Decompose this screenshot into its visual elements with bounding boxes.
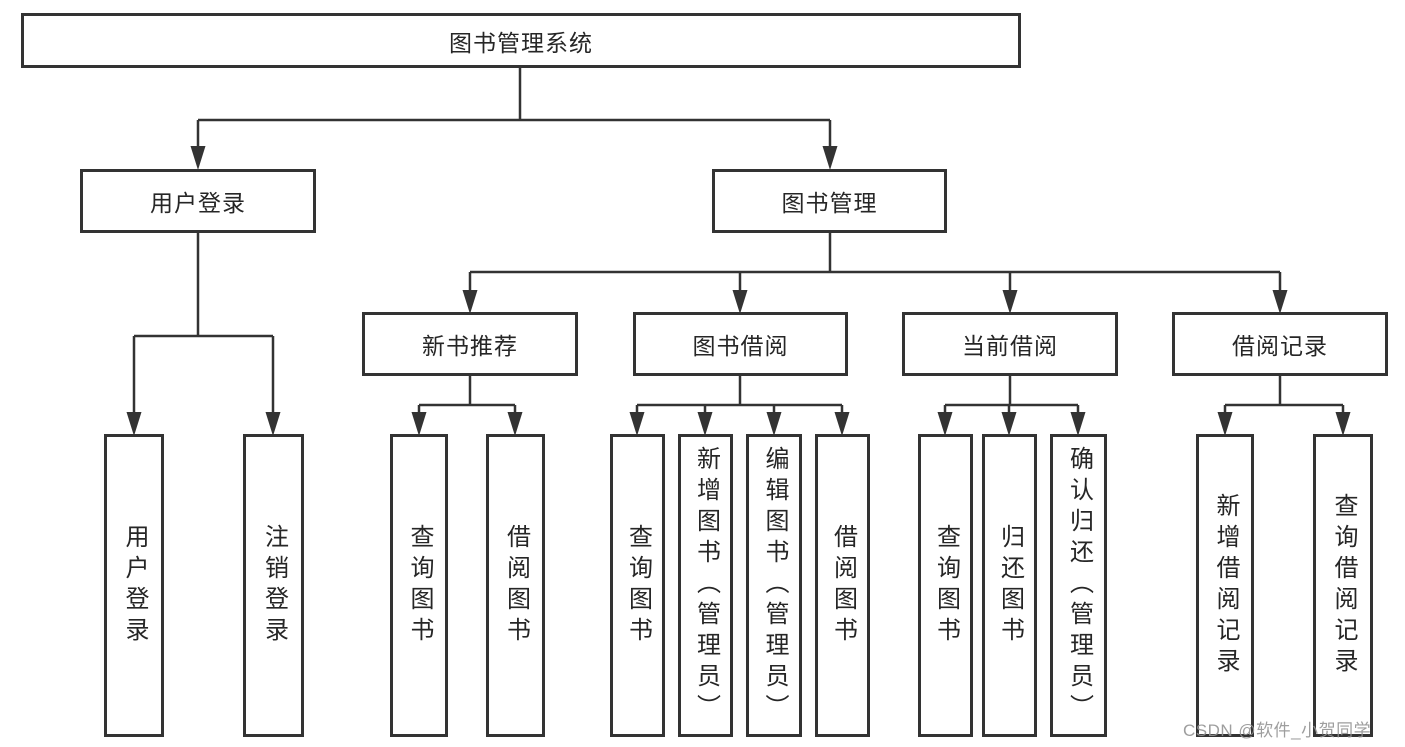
leaf-query-borrow-record: 查询借阅记录 <box>1313 434 1373 737</box>
csdn-watermark: CSDN @软件_小贺同学 <box>1183 721 1372 740</box>
node-book-borrowing: 图书借阅 <box>633 312 848 376</box>
node-borrowing-records: 借阅记录 <box>1172 312 1388 376</box>
leaf-edit-book-admin: 编辑图书（管理员） <box>746 434 802 737</box>
node-book-management: 图书管理 <box>712 169 947 233</box>
leaf-query-books-current-label: 查询图书 <box>932 523 960 648</box>
leaf-logout: 注销登录 <box>243 434 304 737</box>
leaf-add-book-admin-label: 新增图书（管理员） <box>692 446 720 725</box>
leaf-query-books-recommend-label: 查询图书 <box>406 523 433 648</box>
leaf-confirm-return-admin: 确认归还（管理员） <box>1050 434 1107 737</box>
leaf-query-books-current: 查询图书 <box>918 434 973 737</box>
leaf-return-book: 归还图书 <box>982 434 1037 737</box>
node-current-borrowing: 当前借阅 <box>902 312 1118 376</box>
leaf-add-borrow-record: 新增借阅记录 <box>1196 434 1254 737</box>
leaf-query-books-recommend: 查询图书 <box>390 434 448 737</box>
leaf-return-book-label: 归还图书 <box>996 523 1024 648</box>
node-library-system: 图书管理系统 <box>21 13 1021 68</box>
leaf-query-books-borrow-label: 查询图书 <box>624 523 652 648</box>
leaf-borrow-books: 借阅图书 <box>815 434 870 737</box>
node-new-book-recommend: 新书推荐 <box>362 312 578 376</box>
leaf-query-borrow-record-label: 查询借阅记录 <box>1330 492 1357 679</box>
leaf-confirm-return-admin-label: 确认归还（管理员） <box>1065 446 1093 725</box>
node-user-login-branch: 用户登录 <box>80 169 316 233</box>
node-book-borrowing-label: 图书借阅 <box>692 333 789 359</box>
leaf-edit-book-admin-label: 编辑图书（管理员） <box>761 446 788 725</box>
node-borrowing-records-label: 借阅记录 <box>1232 333 1328 359</box>
node-book-management-label: 图书管理 <box>781 190 878 216</box>
leaf-borrow-books-recommend: 借阅图书 <box>486 434 545 737</box>
leaf-query-books-borrow: 查询图书 <box>610 434 665 737</box>
leaf-user-login-label: 用户登录 <box>121 523 148 648</box>
node-current-borrowing-label: 当前借阅 <box>962 333 1058 359</box>
leaf-user-login: 用户登录 <box>104 434 164 737</box>
leaf-logout-label: 注销登录 <box>260 523 288 648</box>
leaf-borrow-books-recommend-label: 借阅图书 <box>502 523 530 648</box>
leaf-add-book-admin: 新增图书（管理员） <box>678 434 733 737</box>
leaf-add-borrow-record-label: 新增借阅记录 <box>1212 492 1239 679</box>
leaf-borrow-books-label: 借阅图书 <box>829 523 857 648</box>
node-new-book-recommend-label: 新书推荐 <box>422 333 518 359</box>
node-user-login-branch-label: 用户登录 <box>150 190 246 216</box>
node-library-system-label: 图书管理系统 <box>449 29 593 56</box>
